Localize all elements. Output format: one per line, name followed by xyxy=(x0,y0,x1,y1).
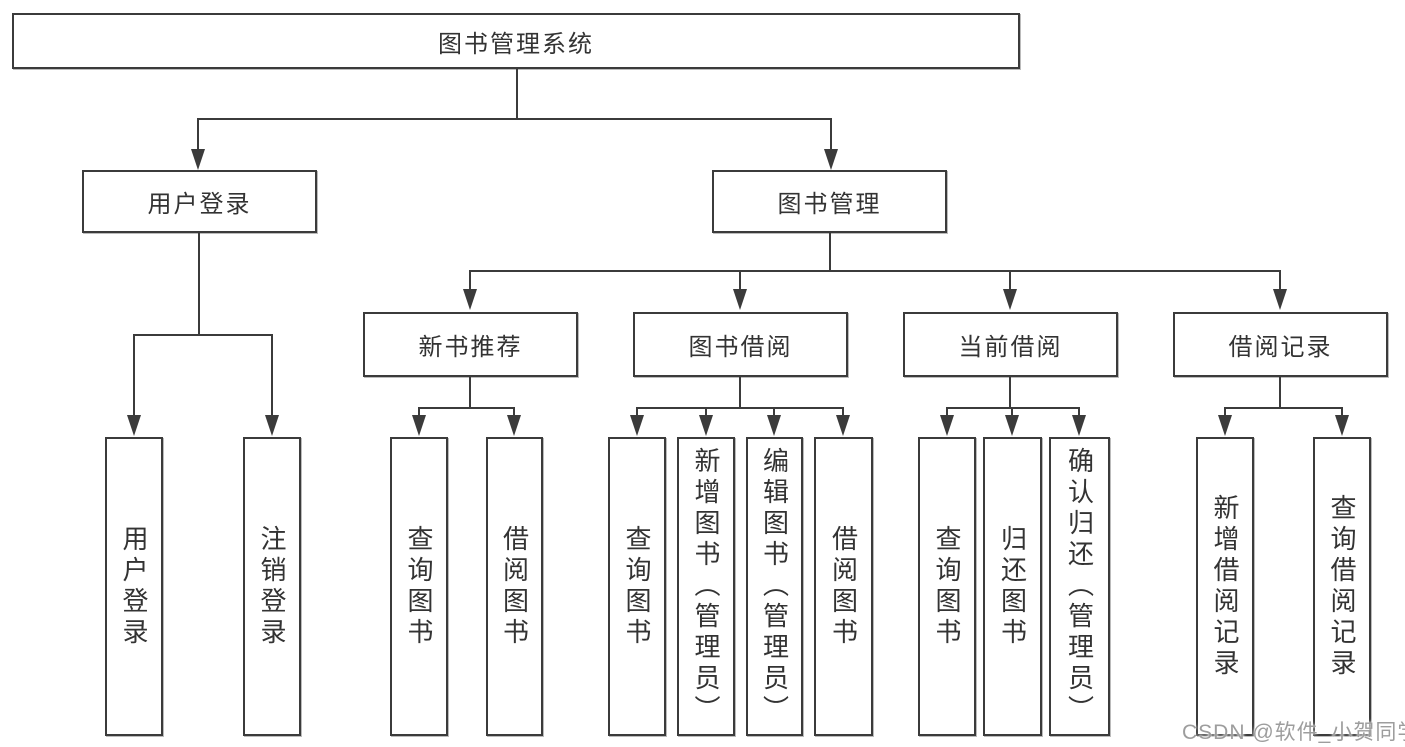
connector-root-to-level2 xyxy=(191,69,838,170)
leaf-edit-book-admin: 编辑图书（管理员） xyxy=(746,437,803,736)
node-book-management: 图书管理 xyxy=(712,170,947,233)
connector-borrowing-records-to-leaves xyxy=(1218,377,1349,436)
connector-arrowheads xyxy=(940,415,1086,436)
connector-lines xyxy=(133,233,273,416)
connector-arrowheads xyxy=(463,289,1287,310)
leaf-add-borrow-record: 新增借阅记录 xyxy=(1196,437,1254,736)
leaf-query-borrow-record: 查询借阅记录 xyxy=(1313,437,1371,736)
connector-arrowheads xyxy=(630,415,850,436)
connector-arrowheads xyxy=(412,415,521,436)
leaf-user-login: 用户登录 xyxy=(105,437,163,736)
leaf-query-books-borrowing: 查询图书 xyxy=(608,437,666,736)
connector-lines xyxy=(946,377,1080,417)
connector-book-borrowing-to-leaves xyxy=(630,377,850,436)
connector-arrowheads xyxy=(191,149,838,170)
connector-book-management-to-level3 xyxy=(463,233,1287,310)
leaf-logout-login: 注销登录 xyxy=(243,437,301,736)
leaf-query-books-recommend: 查询图书 xyxy=(390,437,448,736)
connector-user-login-to-leaves xyxy=(127,233,279,436)
connector-current-borrowing-to-leaves xyxy=(940,377,1086,436)
node-borrowing-records: 借阅记录 xyxy=(1173,312,1388,377)
node-current-borrowing: 当前借阅 xyxy=(903,312,1118,377)
leaf-add-book-admin: 新增图书（管理员） xyxy=(677,437,735,736)
leaf-borrow-books-recommend: 借阅图书 xyxy=(486,437,543,736)
node-book-borrowing: 图书借阅 xyxy=(633,312,848,377)
node-user-login: 用户登录 xyxy=(82,170,317,233)
connector-arrowheads xyxy=(127,415,279,436)
node-library-system: 图书管理系统 xyxy=(12,13,1020,69)
connector-new-book-recommend-to-leaves xyxy=(412,377,521,436)
connector-lines xyxy=(418,377,515,417)
leaf-confirm-return-admin: 确认归还（管理员） xyxy=(1049,437,1110,736)
node-new-book-recommend: 新书推荐 xyxy=(363,312,578,377)
leaf-query-books-current: 查询图书 xyxy=(918,437,976,736)
connector-lines xyxy=(469,233,1281,292)
leaf-borrow-books-borrowing: 借阅图书 xyxy=(814,437,873,736)
connector-lines xyxy=(1224,377,1343,417)
connector-arrowheads xyxy=(1218,415,1349,436)
connector-lines xyxy=(197,69,832,151)
connector-lines xyxy=(636,377,844,417)
leaf-return-book: 归还图书 xyxy=(983,437,1042,736)
